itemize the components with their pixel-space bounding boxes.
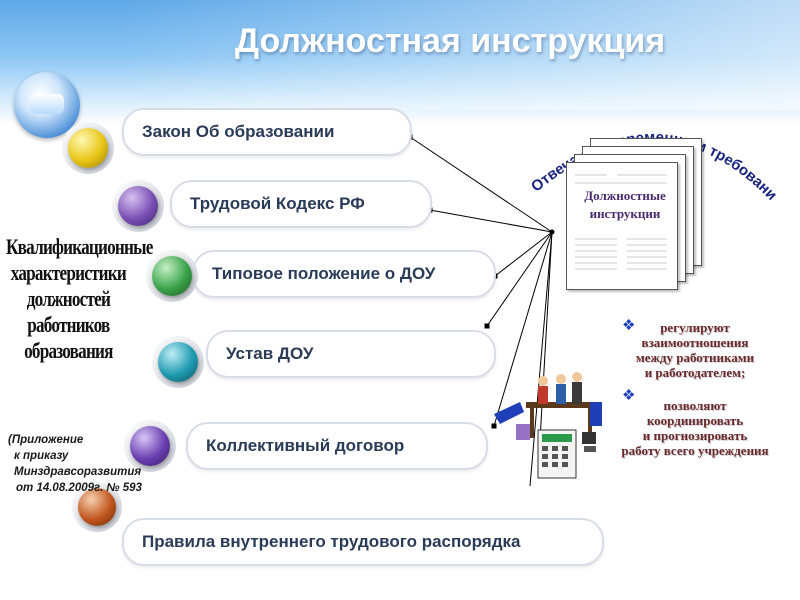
right-item-line: между работниками <box>635 350 755 365</box>
right-item-coordinate: позволяют координировать и прогнозироват… <box>600 398 790 458</box>
item-pill-ustav: Устав ДОУ <box>206 330 496 378</box>
caption-line: работников <box>27 312 110 337</box>
right-item-line: регулируют <box>660 320 730 335</box>
caption-line: должностей <box>26 286 111 311</box>
left-caption: Квалификационные характеристики должност… <box>6 234 153 364</box>
diamond-bullet-icon: ❖ <box>622 317 636 334</box>
item-label: Коллективный договор <box>206 436 405 455</box>
office-workers-illustration <box>494 372 602 479</box>
teal-ball-icon <box>158 342 198 382</box>
appendix-line: Минздравсоразвития <box>14 466 142 478</box>
logo-disc-icon <box>14 72 80 138</box>
item-label: Трудовой Кодекс РФ <box>190 194 365 213</box>
diamond-bullet-icon: ❖ <box>622 387 636 404</box>
violet-ball-icon <box>130 426 170 466</box>
appendix-line: к приказу <box>14 450 69 462</box>
item-pill-tk: Трудовой Кодекс РФ <box>170 180 432 228</box>
item-pill-polozhenie: Типовое положение о ДОУ <box>192 250 496 298</box>
right-item-line: и работодателем; <box>644 365 746 380</box>
document-title-line: инструкции <box>589 206 661 221</box>
yellow-ball-icon <box>68 128 108 168</box>
item-pill-pravila: Правила внутреннего трудового распорядка <box>122 518 604 566</box>
item-label: Типовое положение о ДОУ <box>212 264 436 283</box>
document-stack-icon <box>566 138 706 298</box>
appendix-line: от 14.08.2009г. № 593 <box>16 482 142 494</box>
item-pill-dogovor: Коллективный договор <box>186 422 488 470</box>
right-item-line: взаимоотношения <box>641 335 749 350</box>
appendix-line: (Приложение <box>8 434 84 446</box>
document-title-line: Должностные <box>584 188 666 203</box>
header-band <box>0 0 800 125</box>
right-item-line: позволяют <box>663 398 727 413</box>
right-item-regulate: регулируют взаимоотношения между работни… <box>600 320 790 380</box>
item-label: Закон Об образовании <box>142 122 335 141</box>
caption-line: характеристики <box>10 260 127 285</box>
page-title: Должностная инструкция <box>234 22 666 60</box>
item-pill-zakon: Закон Об образовании <box>122 108 412 156</box>
caption-line: образования <box>24 338 113 363</box>
item-label: Устав ДОУ <box>226 344 314 363</box>
appendix-note: (Приложение к приказу Минздравсоразвития… <box>8 432 178 496</box>
document-title: Должностные инструкции <box>570 187 680 223</box>
item-label: Правила внутреннего трудового распорядка <box>142 532 521 551</box>
orange-ball-icon <box>78 488 116 526</box>
right-item-line: и прогнозировать <box>642 428 748 443</box>
right-item-line: работу всего учреждения <box>621 443 769 458</box>
header-sheen <box>120 0 800 110</box>
right-item-line: координировать <box>646 413 744 428</box>
purple-ball-icon <box>118 186 158 226</box>
caption-line: Квалификационные <box>6 234 153 259</box>
green-ball-icon <box>152 256 192 296</box>
